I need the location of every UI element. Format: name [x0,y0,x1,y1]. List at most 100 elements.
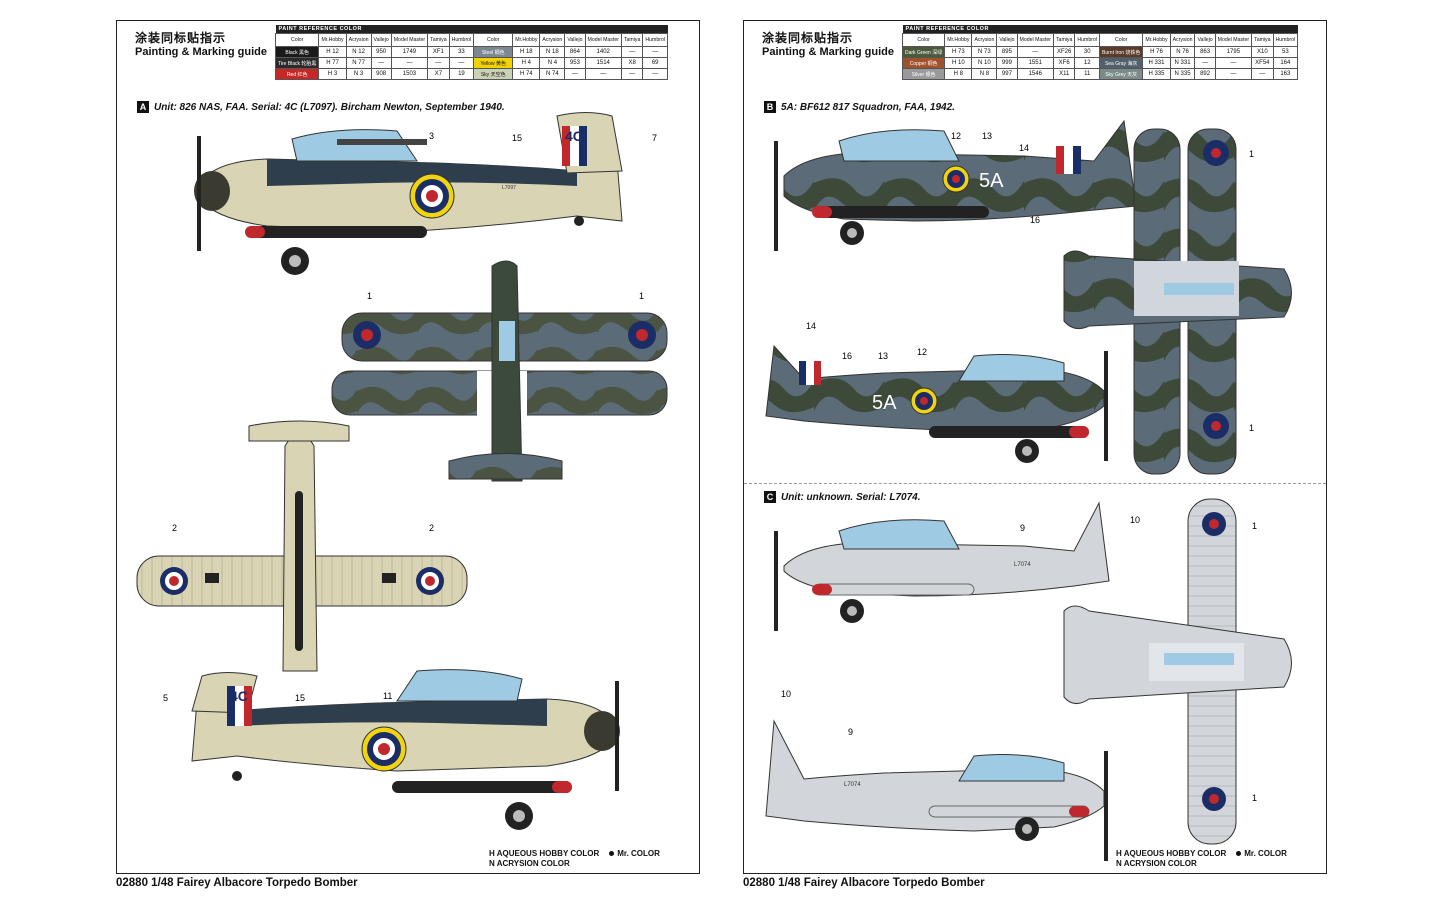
callout-15: 15 [512,133,522,143]
side-view-a-bottom: 4C [191,669,620,830]
side-a-serial: L7097 [502,185,516,191]
table-cell: X7 [427,68,450,80]
table-cell: H 74 [512,68,541,80]
table-title: PAINT REFERENCE COLOR [902,25,1298,34]
side-view-c-top: L7074 [774,501,1110,631]
callout-1-b: 1 [1249,149,1254,159]
side-c-serial: L7074 [1014,562,1031,568]
table-cell: — [620,68,644,80]
table-cell: — [642,68,668,80]
bottom-view-a [136,420,468,672]
color-swatch: Sky 天空色 [473,68,514,80]
top-view-a [331,260,668,482]
table-cell: 1503 [390,68,429,80]
side-view-b-bottom: 5A [765,344,1108,463]
table-cell: 69 [642,57,668,69]
color-swatch: Sky Grey 天灰 [1099,68,1144,80]
table-cell: — [1251,68,1274,80]
callout-11: 11 [383,691,392,701]
callout-16: 16 [1030,215,1040,225]
callouts-bc: 12 13 14 16 1 1 14 16 13 12 9 10 1 1 10 … [781,131,1257,803]
section-a-label: A Unit: 826 NAS, FAA. Serial: 4C (L7097).… [137,101,505,113]
scheme-a-artwork: 4C L7097 [136,112,668,830]
table-cell: X11 [1052,68,1076,80]
guide-title-cn: 涂装同标贴指示 [135,31,227,45]
table-cell: H 3 [318,68,347,80]
footer-right: 02880 1/48 Fairey Albacore Torpedo Bombe… [743,877,985,889]
table-title: PAINT REFERENCE COLOR [275,25,668,34]
callout-10: 10 [1130,515,1140,525]
callout-3: 3 [429,131,434,141]
section-a-text: Unit: 826 NAS, FAA. Serial: 4C (L7097). … [154,102,505,113]
instruction-sheet-left: 涂装同标贴指示 Painting & Marking guide PAINT R… [116,20,700,874]
table-cell: 163 [1272,68,1299,80]
guide-title-right: 涂装同标贴指示 Painting & Marking guide [762,31,895,58]
footer-left: 02880 1/48 Fairey Albacore Torpedo Bombe… [116,877,358,889]
side-view-b-top: 5A [774,119,1137,251]
table-cell: H 8 [944,68,973,80]
top-view-c [1063,498,1292,845]
callout-7: 7 [652,133,657,143]
svg-text:L7074: L7074 [844,782,861,788]
instruction-sheet-right: 涂装同标贴指示 Painting & Marking guide PAINT R… [743,20,1327,874]
section-b-text: 5A: BF612 817 Squadron, FAA, 1942. [781,102,955,113]
legend-aqueous: AQUEOUS HOBBY COLOR [496,849,600,858]
callout-12: 12 [951,131,961,141]
svg-text:5A: 5A [872,392,897,414]
mr-color-dot-icon [609,851,615,857]
table-cell: 1546 [1016,68,1054,80]
side-view-c-bottom: L7074 [765,719,1108,861]
callout-1b: 1 [639,291,644,301]
top-view-b [1063,128,1292,475]
callout-14b: 14 [806,321,816,331]
callouts-a: 3 15 7 1 1 2 2 5 15 11 [163,131,657,703]
callout-14: 14 [1019,143,1029,153]
guide-title: 涂装同标贴指示 Painting & Marking guide [135,31,267,59]
callout-10b: 10 [781,689,791,699]
section-c-text: Unit: unknown. Serial: L7074. [781,492,921,503]
side-a-code: 4C [565,128,583,144]
callout-2b: 2 [429,523,434,533]
table-cell: 19 [448,68,475,80]
table-cell: 997 [996,68,1018,80]
guide-title-en: Painting & Marking guide [135,46,268,58]
color-swatch: Red 红色 [274,68,320,80]
callout-13b: 13 [878,351,888,361]
callout-9b: 9 [848,727,853,737]
side-b-code: 5A [979,170,1004,192]
mr-color-dot-icon [1236,851,1242,857]
callout-13: 13 [982,131,992,141]
callout-12b: 12 [917,347,927,357]
callout-1-b2: 1 [1249,423,1254,433]
section-a-letter: A [137,101,149,113]
color-swatch: Silver 银色 [901,68,946,80]
legend-acrysion: ACRYSION COLOR [496,859,570,868]
callout-1: 1 [367,291,372,301]
callout-9: 9 [1020,523,1025,533]
section-divider [744,483,1326,484]
legend-mr-color: Mr. COLOR [617,849,660,858]
table-cell: H 335 [1142,68,1171,80]
callout-16b: 16 [842,351,852,361]
table-cell: H 12 [318,46,347,58]
svg-text:4C: 4C [230,688,248,704]
callout-5: 5 [163,693,168,703]
table-cell: H 4 [512,57,541,69]
callout-1-c: 1 [1252,521,1257,531]
callout-1-c2: 1 [1252,793,1257,803]
scheme-bc-artwork: 5A 5A [765,119,1292,861]
callout-15b: 15 [295,693,305,703]
callout-2: 2 [172,523,177,533]
side-view-a-top: 4C L7097 [194,112,623,275]
